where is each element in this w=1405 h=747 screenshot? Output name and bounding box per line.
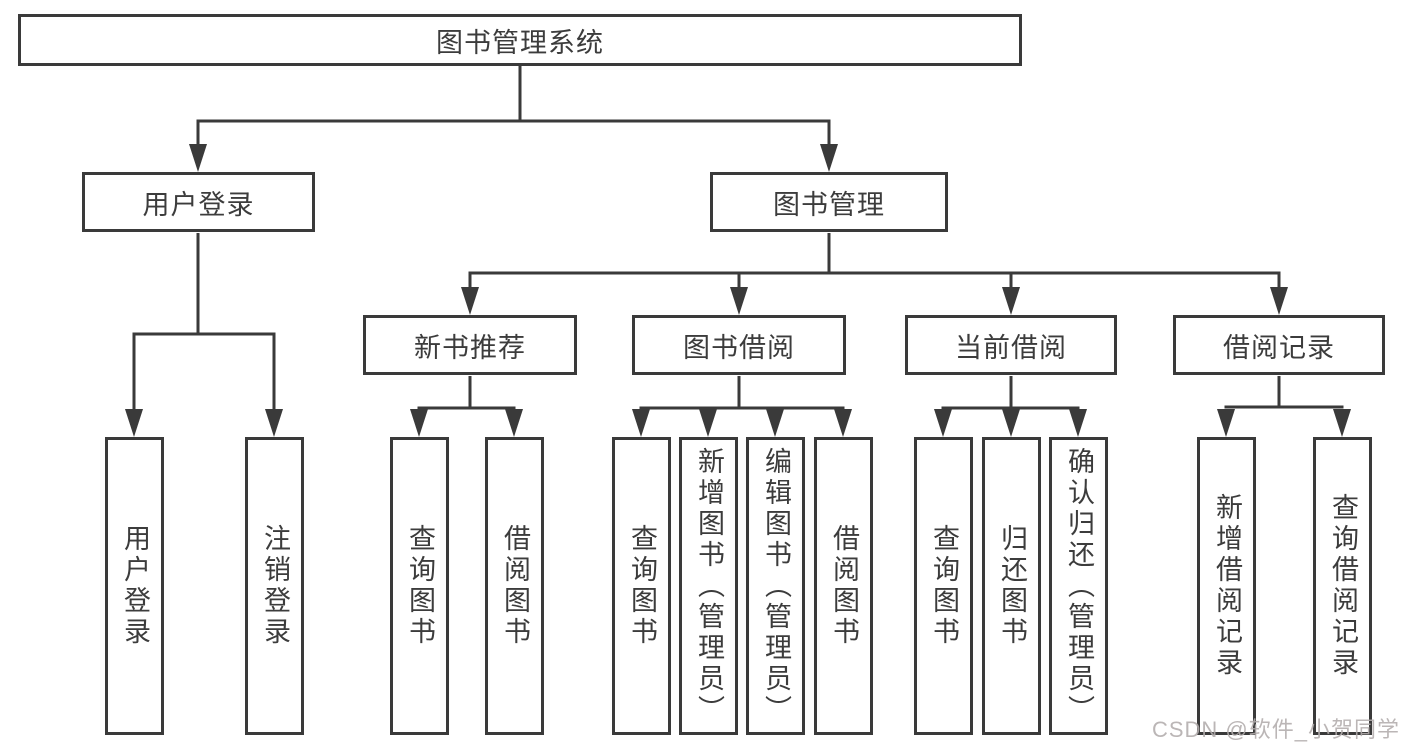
node-new-book-recommend: 新书推荐 [363,315,577,375]
leaf-user-login: 用户登录 [105,437,164,735]
leaf-borrow-add-books-admin: 新增图书（管理员） [679,437,738,735]
leaf-current-confirm-return-admin: 确认归还（管理员） [1049,437,1108,735]
leaf-newbook-query-books: 查询图书 [390,437,449,735]
leaf-records-add-record: 新增借阅记录 [1197,437,1256,735]
node-book-borrow: 图书借阅 [632,315,846,375]
node-user-login: 用户登录 [82,172,315,232]
leaf-borrow-query-books: 查询图书 [612,437,671,735]
node-borrow-records: 借阅记录 [1173,315,1385,375]
leaf-records-query-record: 查询借阅记录 [1313,437,1372,735]
node-root-library-system: 图书管理系统 [18,14,1022,66]
leaf-newbook-borrow-books: 借阅图书 [485,437,544,735]
leaf-current-return-books: 归还图书 [982,437,1041,735]
leaf-borrow-edit-books-admin: 编辑图书（管理员） [746,437,805,735]
node-current-borrow: 当前借阅 [905,315,1117,375]
leaf-logout: 注销登录 [245,437,304,735]
node-book-management: 图书管理 [710,172,948,232]
watermark-csdn: CSDN @软件_小贺同学 [1151,717,1400,742]
leaf-borrow-borrow-books: 借阅图书 [814,437,873,735]
leaf-current-query-books: 查询图书 [914,437,973,735]
